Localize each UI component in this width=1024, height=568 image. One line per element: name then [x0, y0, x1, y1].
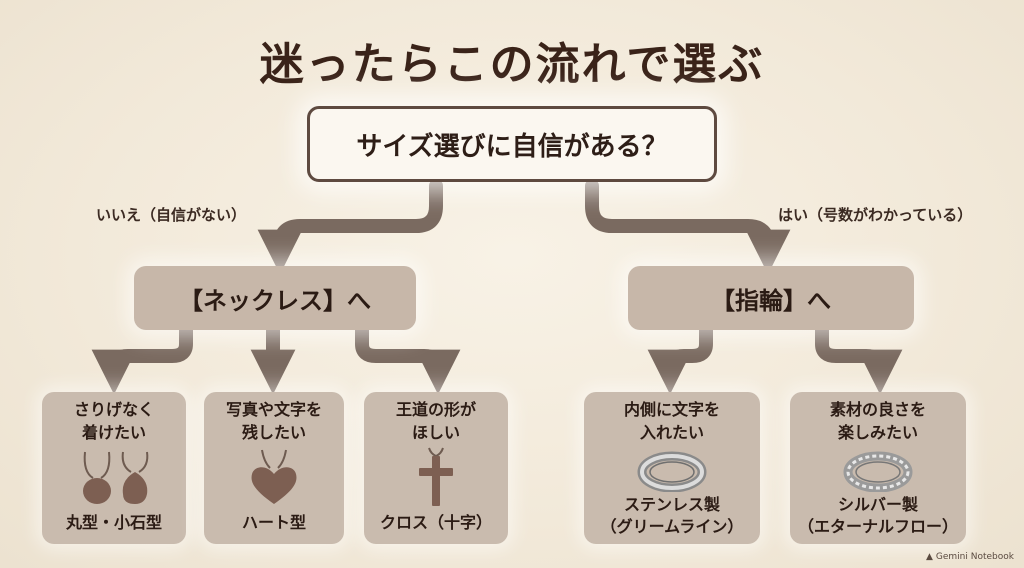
arrow-no	[257, 179, 443, 275]
card-result: ハート型	[241, 513, 306, 532]
card-question: 内側に文字を入れたい	[623, 400, 720, 442]
card-material: 素材の良さを楽しみたい シルバー製（エターナルフロー）	[790, 392, 966, 544]
card-question: さりげなく着けたい	[73, 400, 154, 442]
card-result: クロス（十字）	[379, 513, 492, 532]
category-ring: 【指輪】へ	[628, 266, 914, 330]
arrow-yes	[585, 179, 791, 275]
card-question: 素材の良さを楽しみたい	[829, 400, 926, 442]
card-result: 丸型・小石型	[65, 513, 162, 532]
branch-label-yes: はい（号数がわかっている）	[778, 206, 973, 224]
heart-pendant-icon	[251, 449, 297, 504]
card-result: シルバー製（エターナルフロー）	[797, 495, 958, 536]
category-necklace: 【ネックレス】へ	[134, 266, 416, 330]
question-box: サイズ選びに自信がある？	[307, 106, 717, 182]
stainless-ring-icon	[637, 451, 707, 492]
card-classic: 王道の形がほしい クロス（十字）	[364, 392, 508, 544]
page-title: 迷ったらこの流れで選ぶ	[259, 39, 765, 90]
pebble-pendants-icon	[83, 451, 149, 504]
card-question: 写真や文字を残したい	[225, 400, 322, 442]
card-engrave: 内側に文字を入れたい ステンレス製（グリームライン）	[584, 392, 760, 544]
arrow-card-5	[815, 323, 903, 395]
cross-pendant-icon	[419, 447, 453, 506]
arrow-card-3	[355, 323, 461, 395]
card-question: 王道の形がほしい	[395, 400, 476, 442]
brand-watermark: ▲ Gemini Notebook	[925, 552, 1014, 562]
branch-label-no: いいえ（自信がない）	[96, 206, 247, 224]
silver-ring-icon	[843, 451, 913, 492]
arrow-card-4	[647, 323, 713, 395]
book-icon: ▲	[925, 552, 933, 562]
card-casual: さりげなく着けたい 丸型・小石型	[42, 392, 186, 544]
card-memory: 写真や文字を残したい ハート型	[204, 392, 344, 544]
arrow-card-1	[91, 323, 193, 395]
card-result: ステンレス製（グリームライン）	[600, 495, 744, 536]
